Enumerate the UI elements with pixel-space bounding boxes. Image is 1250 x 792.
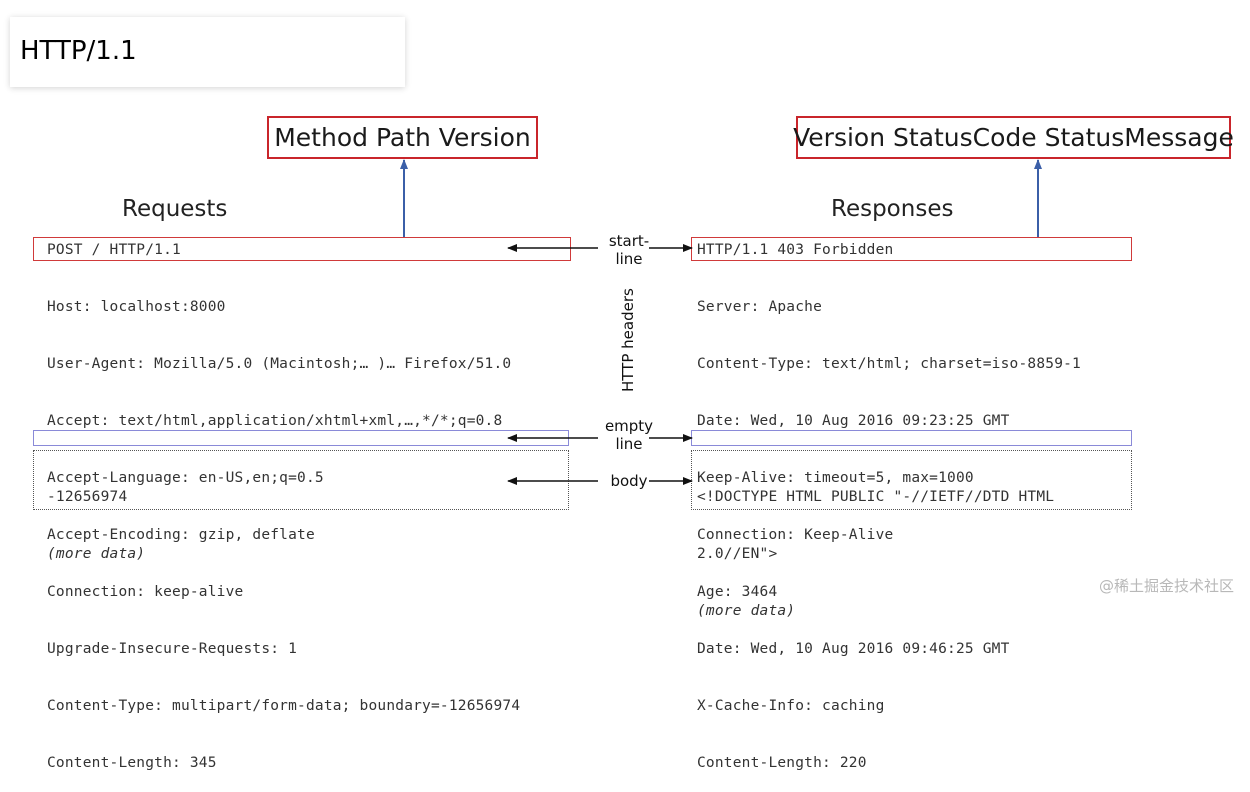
response-start-line: HTTP/1.1 403 Forbidden — [697, 242, 894, 258]
request-header-line: Upgrade-Insecure-Requests: 1 — [47, 641, 298, 657]
start-line-label-line2: line — [615, 250, 643, 268]
empty-line-label-line2: line — [615, 435, 643, 453]
request-start-line-box — [33, 237, 571, 261]
title-card: HTTP/1.1 — [10, 17, 405, 87]
request-start-line: POST / HTTP/1.1 — [47, 242, 181, 258]
request-header-line: Accept-Encoding: gzip, deflate — [47, 527, 315, 543]
request-body-line: -12656974 — [47, 489, 128, 505]
request-body: -12656974 (more data) — [47, 450, 145, 583]
response-header-line: Connection: Keep-Alive — [697, 527, 894, 543]
empty-line-label-line1: empty — [604, 417, 654, 435]
response-header-line: Content-Type: text/html; charset=iso-885… — [697, 356, 1081, 372]
request-header-line: Connection: keep-alive — [47, 584, 244, 600]
response-body-line: <!DOCTYPE HTML PUBLIC "-//IETF//DTD HTML — [697, 489, 1055, 505]
requests-heading: Requests — [122, 196, 228, 222]
response-header-line: Content-Length: 220 — [697, 755, 867, 771]
request-header-line: User-Agent: Mozilla/5.0 (Macintosh;… )… … — [47, 356, 512, 372]
body-label: body — [610, 472, 648, 490]
request-header-line: Content-Length: 345 — [47, 755, 217, 771]
request-header-line: Accept-Language: en-US,en;q=0.5 — [47, 470, 324, 486]
page-title: HTTP/1.1 — [20, 36, 137, 66]
response-header-line: X-Cache-Info: caching — [697, 698, 885, 714]
responses-heading: Responses — [831, 196, 954, 222]
request-body-more: (more data) — [47, 546, 146, 562]
empty-line-label: empty line — [600, 417, 658, 453]
request-header-line: Host: localhost:8000 — [47, 299, 226, 315]
response-header-line: Date: Wed, 10 Aug 2016 09:46:25 GMT — [697, 641, 1010, 657]
arrows-layer — [400, 159, 1042, 485]
request-header-line: Content-Type: multipart/form-data; bound… — [47, 698, 521, 714]
response-header-line: Age: 3464 — [697, 584, 778, 600]
watermark: @稀土掘金技术社区 — [1098, 577, 1234, 595]
response-body-line: 2.0//EN"> — [697, 546, 778, 562]
response-start-line-template: Version StatusCode StatusMessage — [793, 116, 1234, 159]
response-header-line: Keep-Alive: timeout=5, max=1000 — [697, 470, 974, 486]
response-header-line: Date: Wed, 10 Aug 2016 09:23:25 GMT — [697, 413, 1010, 429]
start-line-label-line1: start- — [608, 232, 650, 250]
request-body-box — [33, 450, 569, 510]
request-start-line-template: Method Path Version — [267, 116, 538, 159]
request-header-line: Accept: text/html,application/xhtml+xml,… — [47, 413, 503, 429]
start-line-label: start- line — [600, 232, 658, 268]
response-header-line: Server: Apache — [697, 299, 823, 315]
